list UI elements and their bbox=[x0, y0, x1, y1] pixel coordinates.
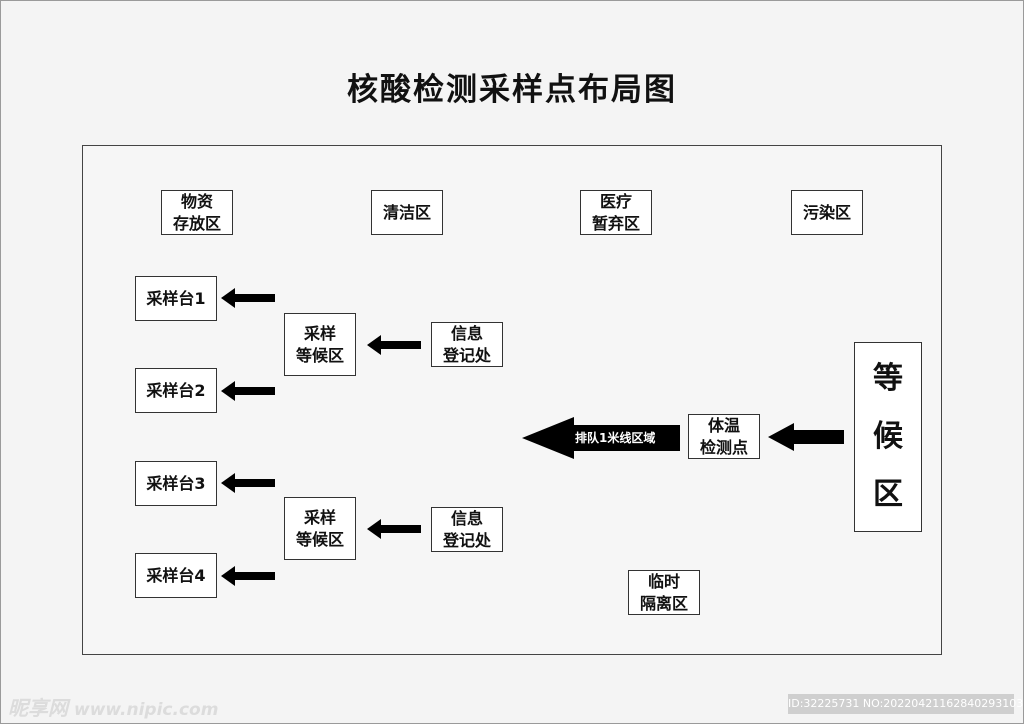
sampling-station-3: 采样台3 bbox=[135, 461, 217, 506]
arrow-left-icon bbox=[367, 335, 421, 355]
sampling-waiting-area-1: 采样 等候区 bbox=[284, 313, 356, 376]
watermark-id: ID:32225731 NO:20220421162840293103 bbox=[788, 694, 1023, 714]
queue-arrow-icon bbox=[522, 417, 680, 459]
arrow-left-icon bbox=[367, 519, 421, 539]
registration-desk-2: 信息 登记处 bbox=[431, 507, 503, 552]
sampling-waiting-area-2: 采样 等候区 bbox=[284, 497, 356, 560]
sampling-station-4: 采样台4 bbox=[135, 553, 217, 598]
main-waiting-area: 等 候 区 bbox=[854, 342, 922, 532]
watermark-url: www.nipic.com bbox=[74, 700, 219, 720]
temperature-check-point: 体温 检测点 bbox=[688, 414, 760, 459]
watermark-logo: 昵享网 www.nipic.com bbox=[8, 692, 218, 721]
registration-desk-1: 信息 登记处 bbox=[431, 322, 503, 367]
arrow-left-icon bbox=[768, 423, 844, 451]
watermark-logo-text: 昵享网 bbox=[8, 696, 68, 720]
arrow-left-icon bbox=[221, 566, 275, 586]
zone-clean: 清洁区 bbox=[371, 190, 443, 235]
zone-contaminated: 污染区 bbox=[791, 190, 863, 235]
zone-temporary-isolation: 临时 隔离区 bbox=[628, 570, 700, 615]
arrow-left-icon bbox=[221, 473, 275, 493]
queue-area-label: 排队1米线区域 bbox=[575, 431, 656, 445]
zone-storage: 物资 存放区 bbox=[161, 190, 233, 235]
sampling-station-1: 采样台1 bbox=[135, 276, 217, 321]
sampling-station-2: 采样台2 bbox=[135, 368, 217, 413]
arrow-left-icon bbox=[221, 381, 275, 401]
arrow-left-icon bbox=[221, 288, 275, 308]
page-title: 核酸检测采样点布局图 bbox=[347, 72, 677, 108]
zone-medical-waste: 医疗 暂弃区 bbox=[580, 190, 652, 235]
